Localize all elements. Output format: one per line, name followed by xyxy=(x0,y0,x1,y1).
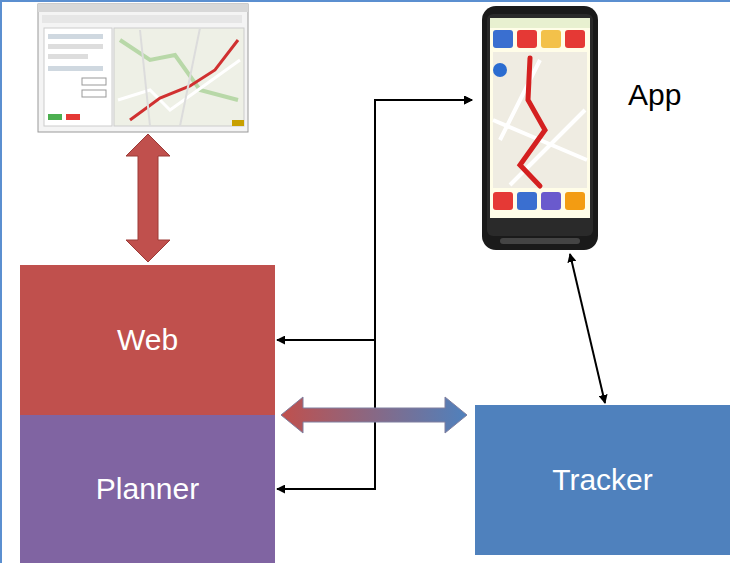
box-label: Web xyxy=(117,322,178,358)
connector xyxy=(277,100,472,489)
connector xyxy=(570,254,605,403)
box-label: Tracker xyxy=(552,462,653,498)
phone-illustration xyxy=(482,6,598,250)
app-label: App xyxy=(628,78,681,112)
phone-app: App xyxy=(482,6,598,250)
thick-connector xyxy=(281,397,467,433)
box-label: Planner xyxy=(96,471,199,507)
thick-double-arrow xyxy=(126,134,170,262)
web-screenshot xyxy=(38,4,248,132)
tracker-box: Tracker xyxy=(475,405,730,555)
web-box: Web xyxy=(20,265,275,415)
planner-box: Planner xyxy=(20,415,275,563)
